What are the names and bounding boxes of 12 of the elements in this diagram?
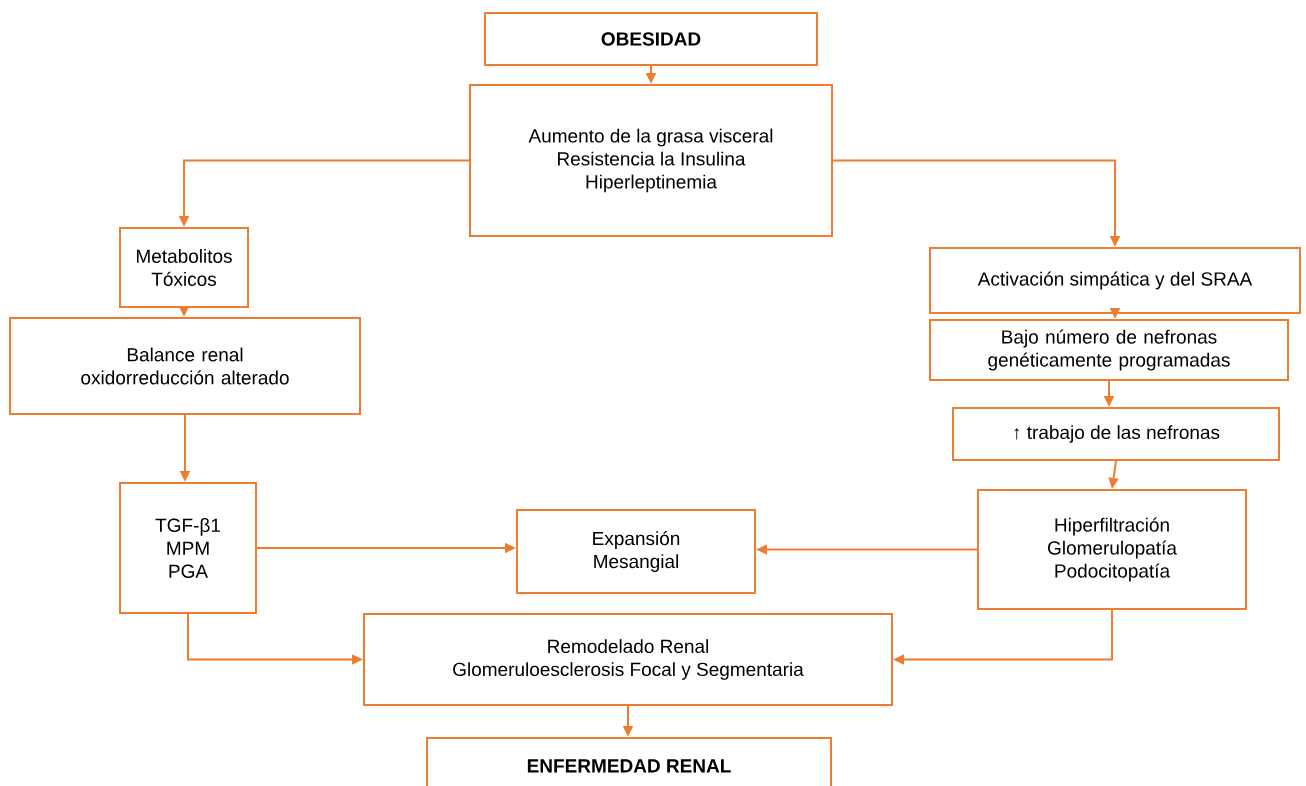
process-box: Bajo número de nefronas genéticamente programadas: [929, 319, 1289, 381]
process-box: Remodelado Renal Glomeruloesclerosis Focal y Segmentaria: [363, 613, 893, 706]
process-box: Hiperfiltración Glomerulopatía Podocitopatía: [977, 489, 1247, 610]
process-box: OBESIDAD: [484, 12, 818, 66]
process-box: TGF-β1 MPM PGA: [119, 482, 257, 614]
process-box: Balance renal oxidorreducción alterado: [9, 317, 361, 415]
process-box: Activación simpática y del SRAA: [929, 247, 1301, 314]
process-box: ENFERMEDAD RENAL: [426, 737, 832, 786]
process-box: Aumento de la grasa visceral Resistencia la Insulina Hiperleptinemia: [469, 84, 833, 237]
process-box: Metabolitos Tóxicos: [119, 227, 249, 308]
process-box: Expansión Mesangial: [516, 509, 756, 594]
process-box: ↑ trabajo de las nefronas: [952, 407, 1280, 461]
